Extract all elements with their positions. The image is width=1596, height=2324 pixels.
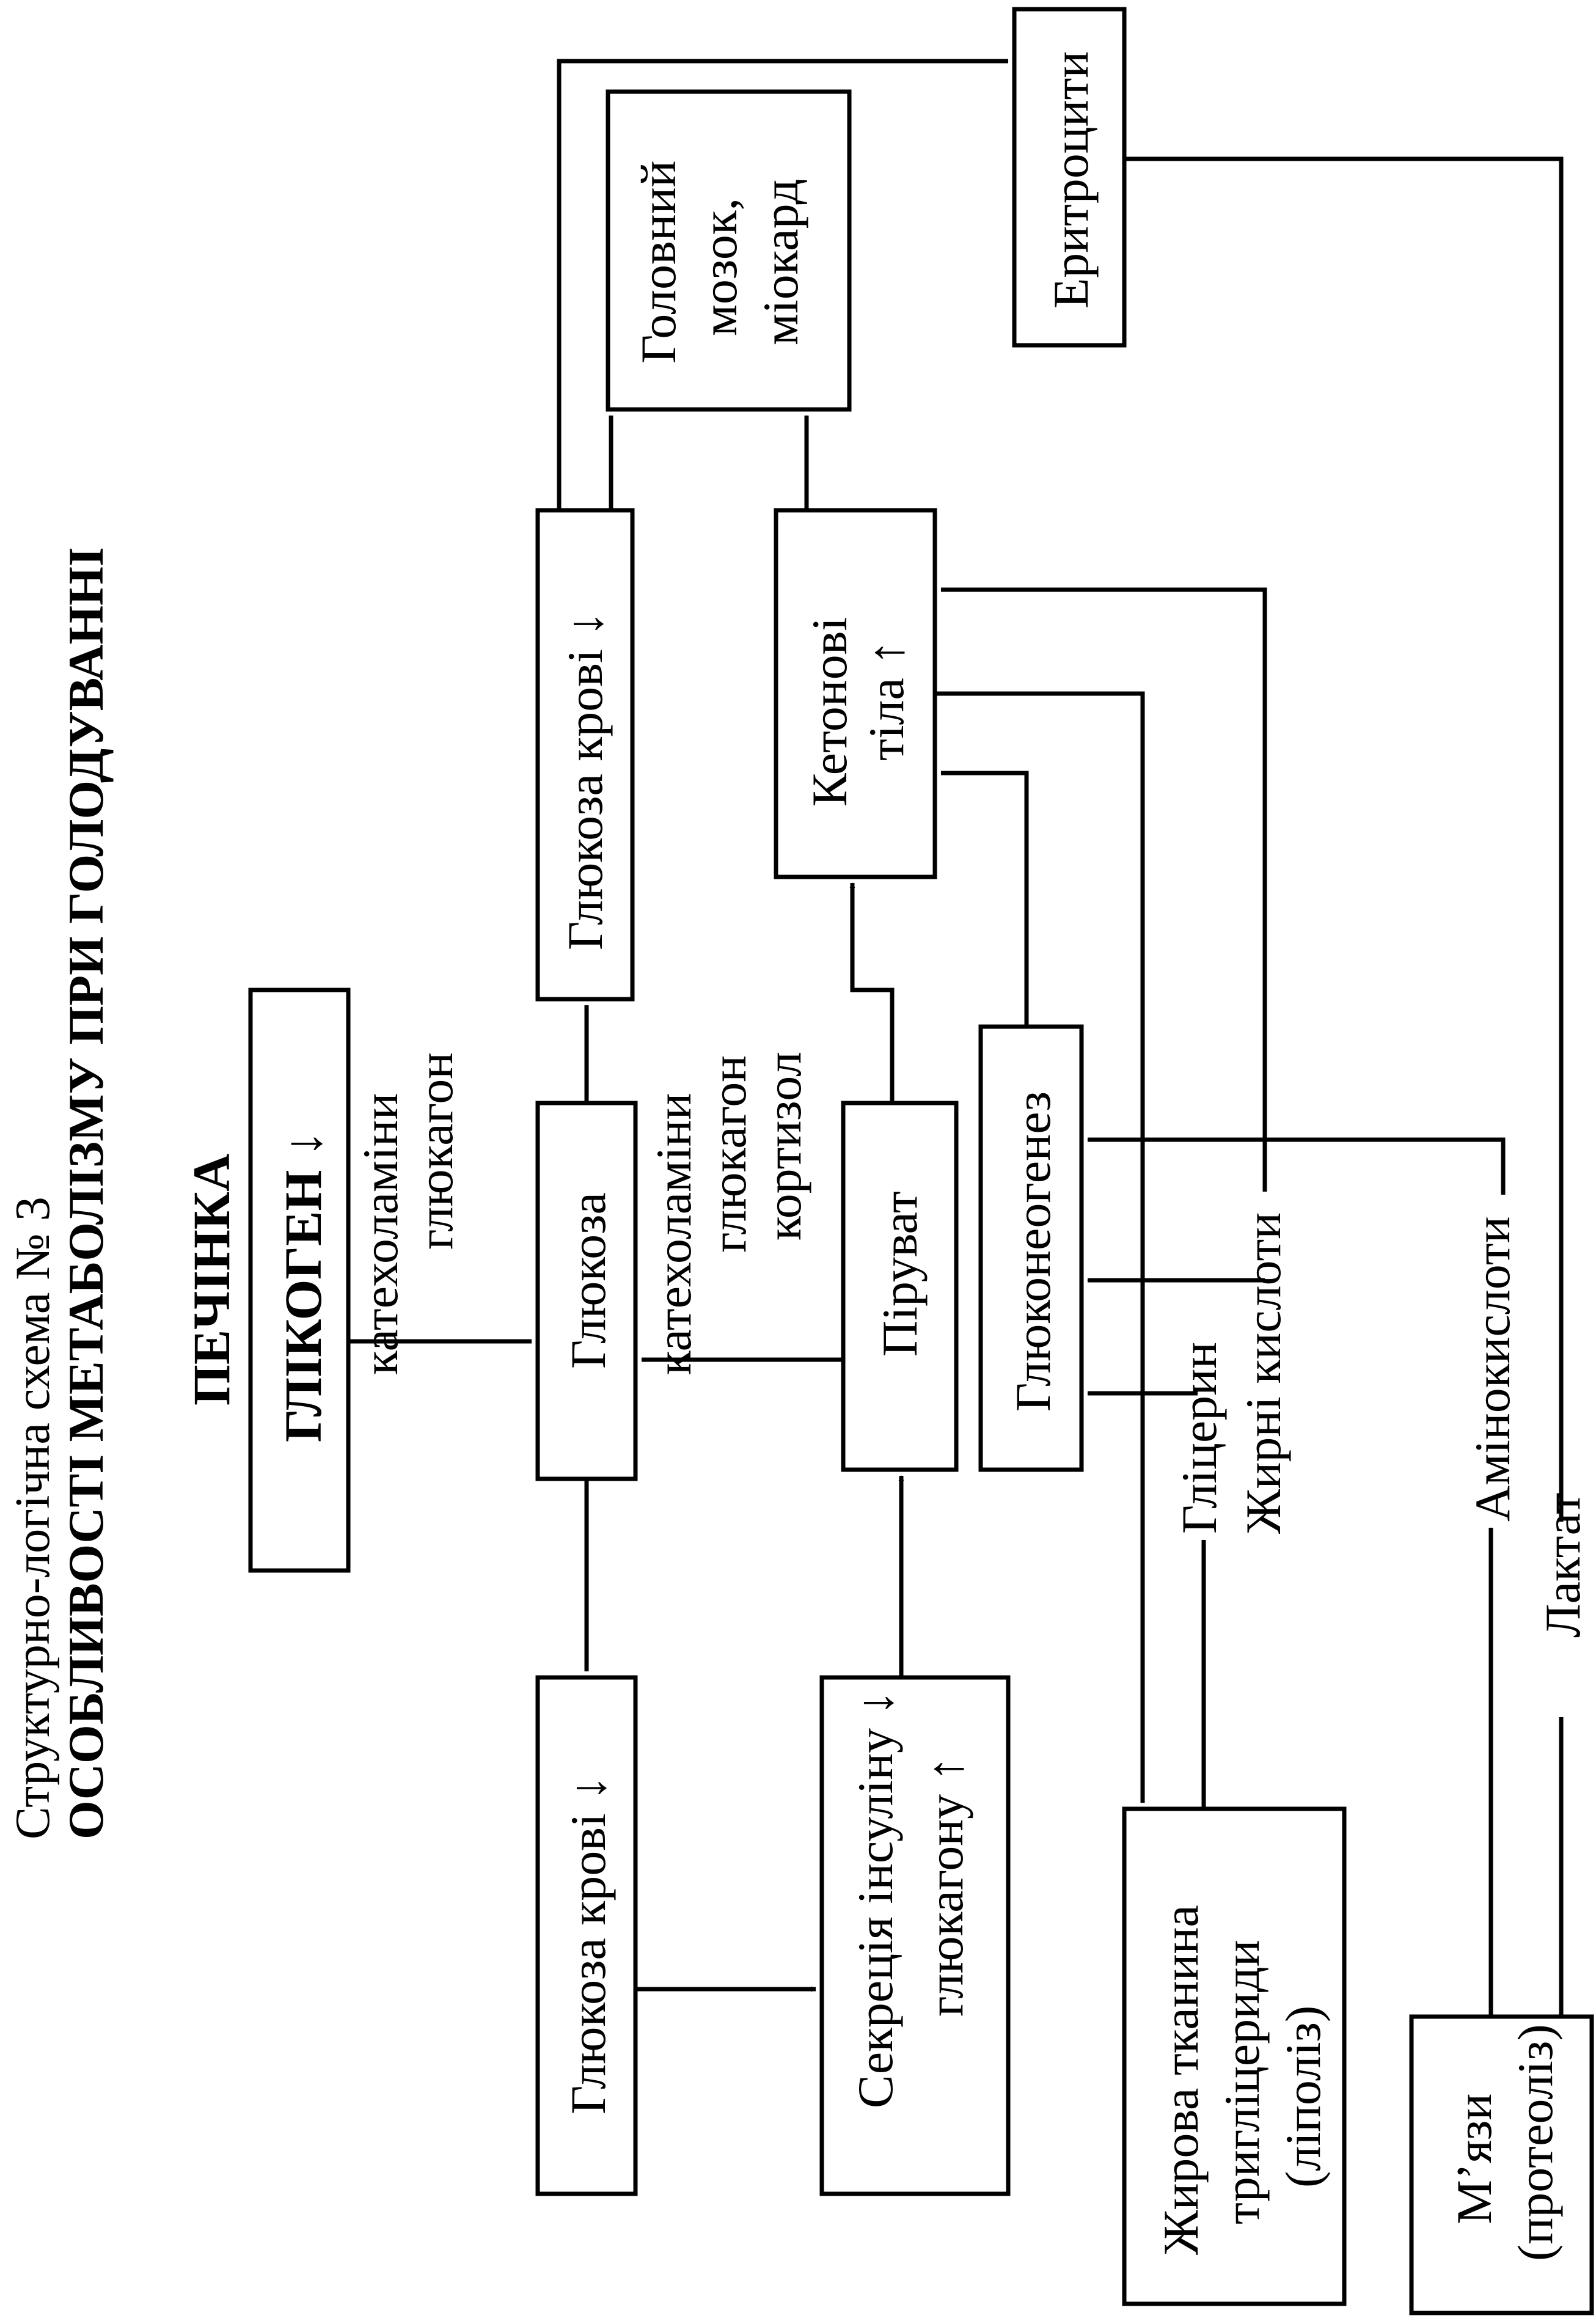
arrow-pyruvate-to-ketones bbox=[849, 882, 895, 1103]
liver-label: ПЕЧІНКА bbox=[182, 1154, 241, 1406]
glycogen-box: ГЛІКОГЕН ↓ bbox=[248, 988, 351, 1573]
brain-label-2: мозок, bbox=[692, 198, 747, 336]
scheme-subtitle: ОСОБЛИВОСТІ МЕТАБОЛІЗМУ ПРИ ГОЛОДУВАННІ bbox=[58, 547, 114, 1839]
hormone-catecholamines-1: катехоламіни bbox=[353, 1093, 408, 1375]
hormone-cortisol: кортизол bbox=[756, 1052, 811, 1241]
glycogen-label: ГЛІКОГЕН ↓ bbox=[274, 1131, 332, 1442]
hormone-catecholamines-2: катехоламіни bbox=[646, 1093, 701, 1375]
hormone-glucagon-1: глюкагон bbox=[408, 1052, 463, 1250]
muscles-box: М’язи (протеоліз) bbox=[1409, 2014, 1594, 2315]
ketone-bodies-label-1: Кетонові bbox=[802, 617, 857, 807]
hormone-glucagon-2: глюкагон bbox=[701, 1055, 756, 1253]
brain-label-1: Головний bbox=[631, 161, 686, 364]
brain-myocardium-box: Головний мозок, міокард bbox=[606, 89, 852, 412]
glycerol-label: Гліцерин bbox=[1171, 1342, 1227, 1534]
secretion-insulin-label: Секреція інсуліну ↓ bbox=[847, 1690, 903, 2108]
glucose-box: Глюкоза bbox=[535, 1101, 638, 1481]
adipose-label-3: (ліполіз) bbox=[1275, 2006, 1331, 2188]
muscles-label-2: (протеоліз) bbox=[1507, 2024, 1563, 2261]
amino-acids-label: Амінокислоти bbox=[1465, 1217, 1520, 1522]
fatty-acids-label: Жирні кислоти bbox=[1235, 1212, 1291, 1534]
secretion-box: Секреція інсуліну ↓ глюкагону ↑ bbox=[819, 1675, 1011, 2196]
pyruvate-box: Піруват bbox=[841, 1101, 959, 1472]
adipose-label-1: Жирова тканина bbox=[1153, 1905, 1209, 2255]
gluconeogenesis-label: Глюконеогенез bbox=[1005, 1091, 1061, 1412]
adipose-tissue-box: Жирова тканина тригліцериди (ліполіз) bbox=[1122, 1806, 1347, 2306]
arrow-gluconeogenesis-to-ketones bbox=[940, 771, 1029, 1027]
glucose-label: Глюкоза bbox=[560, 1192, 616, 1369]
secretion-glucagon-label: глюкагону ↑ bbox=[918, 1756, 973, 2017]
arrow-erythrocytes-to-lactate bbox=[1124, 156, 1564, 1522]
ketone-bodies-label-2: тіла ↑ bbox=[858, 640, 914, 761]
adipose-label-2: тригліцериди bbox=[1214, 1940, 1270, 2224]
arrow-blood-to-erythrocytes bbox=[557, 59, 1009, 510]
blood-glucose-label-left: Глюкоза крові ↓ bbox=[560, 1776, 616, 2114]
blood-glucose-box-right: Глюкоза крові ↓ bbox=[535, 508, 635, 1002]
ketone-bodies-box: Кетонові тіла ↑ bbox=[774, 508, 937, 879]
erythrocytes-box: Еритроцити bbox=[1012, 7, 1127, 348]
blood-glucose-box-left: Глюкоза крові ↓ bbox=[535, 1675, 638, 2196]
brain-label-3: міокард bbox=[753, 179, 808, 345]
scheme-title: Структурно-логічна схема № 3 bbox=[6, 1197, 60, 1839]
arrow-ketones-to-adipose bbox=[935, 691, 1145, 1803]
erythrocytes-label: Еритроцити bbox=[1043, 51, 1099, 309]
gluconeogenesis-box: Глюконеогенез bbox=[978, 1024, 1084, 1472]
blood-glucose-label-right: Глюкоза крові ↓ bbox=[557, 612, 613, 950]
muscles-label-1: М’язи bbox=[1446, 2094, 1502, 2224]
connectors bbox=[348, 59, 1564, 2017]
arrow-amino-acids-to-gluconeogenesis bbox=[1087, 1137, 1506, 1195]
arrow-fatty-acids-to-ketones bbox=[940, 587, 1267, 1192]
pyruvate-label: Піруват bbox=[872, 1191, 928, 1357]
